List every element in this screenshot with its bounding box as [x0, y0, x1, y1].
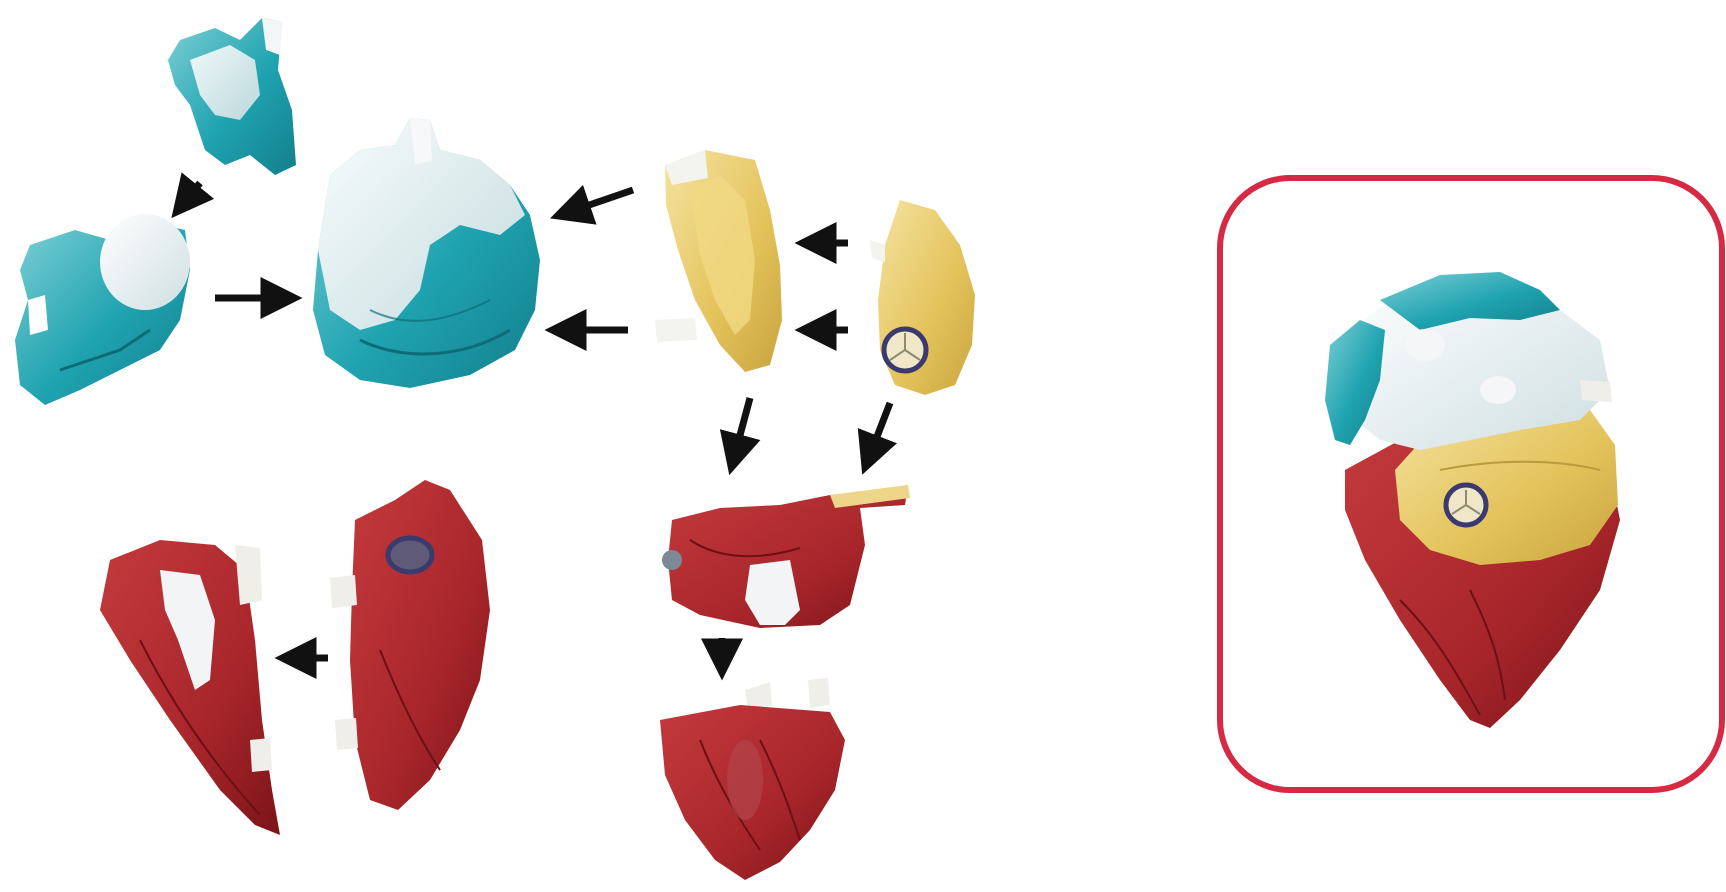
arrow-shell-to-middle-slice — [732, 398, 750, 465]
arrow-yellow-shell-to-center-top — [560, 190, 633, 215]
left-teal-atrium-piece — [15, 214, 190, 405]
red-ventricle-middle-slice — [662, 485, 910, 628]
yellow-base-shell — [655, 150, 782, 372]
arrow-upper-to-left-teal — [178, 183, 200, 210]
center-teal-atrium-assembly — [313, 118, 540, 388]
red-ventricle-left-half — [100, 540, 280, 835]
yellow-valve-plate — [870, 200, 975, 395]
red-ventricle-right-half — [330, 480, 490, 810]
assembled-heart-model-frame — [1220, 178, 1722, 790]
red-ventricle-apex — [660, 678, 845, 880]
arrow-valve-plate-to-middle-slice — [866, 403, 890, 465]
upper-teal-atrium-piece — [168, 18, 296, 175]
